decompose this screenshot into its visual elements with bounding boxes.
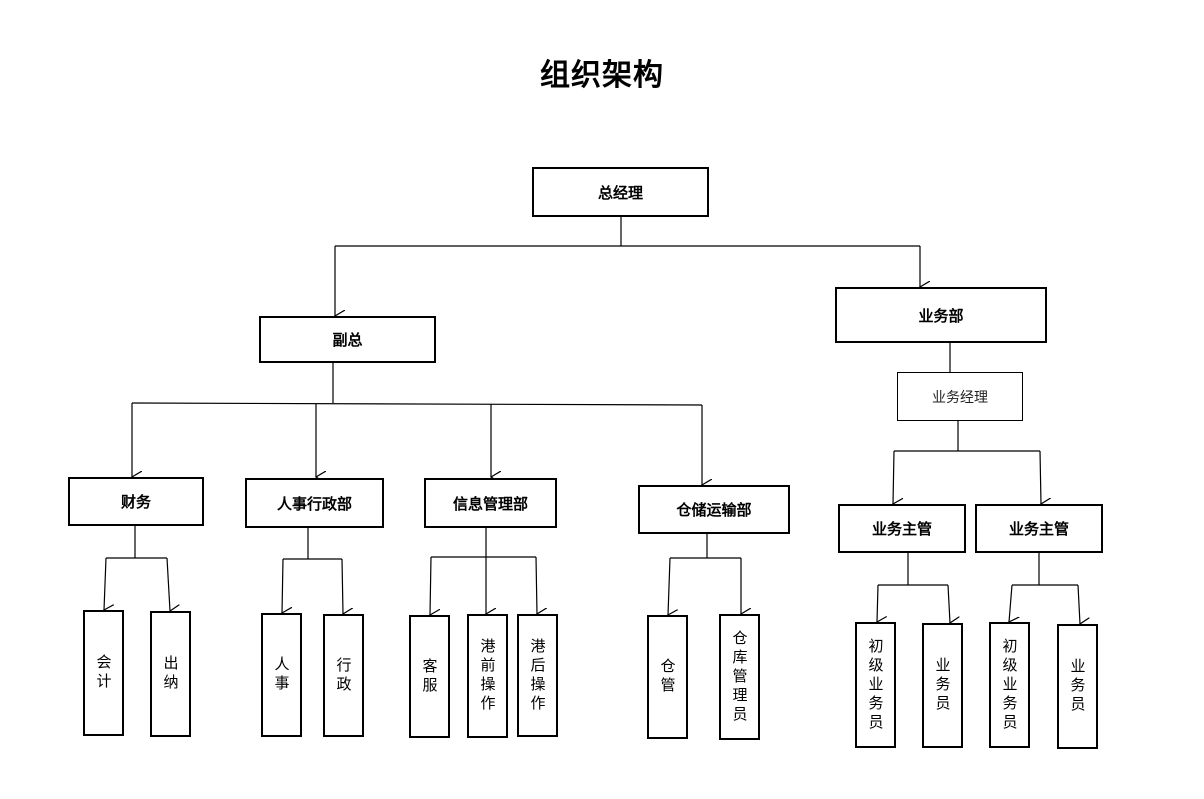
node-admin-label: 行政 <box>334 656 353 695</box>
node-biz-dept: 业务部 <box>835 287 1047 343</box>
node-post-port-label: 港后操作 <box>528 637 547 714</box>
edge-wh-branch <box>670 534 741 559</box>
node-biz-sup-2-label: 业务主管 <box>1008 520 1069 538</box>
node-wh-keeper-label: 仓管 <box>658 658 677 696</box>
edge-mgr-sup2 <box>1039 450 1041 504</box>
node-biz-sup-2: 业务主管 <box>975 504 1103 553</box>
edge-finance-cashier <box>166 557 170 611</box>
node-biz-sup-1-label: 业务主管 <box>871 520 932 538</box>
node-info-mgmt-label: 信息管理部 <box>452 494 528 513</box>
edge-hr-branch <box>283 528 342 560</box>
node-biz-mgr-label: 业务经理 <box>932 389 988 406</box>
node-jr-sales-1: 初级业务员 <box>855 622 896 748</box>
node-warehouse-label: 仓储运输部 <box>676 501 752 519</box>
edge-finance-accounting <box>104 557 106 610</box>
node-vp-label: 副总 <box>332 331 363 349</box>
node-finance: 财务 <box>68 477 204 526</box>
edge-mgr-sup1 <box>893 450 894 504</box>
node-ceo: 总经理 <box>532 167 709 217</box>
node-jr-sales-2-label: 初级业务员 <box>1000 637 1019 733</box>
node-hr-admin: 人事行政部 <box>245 478 384 528</box>
node-finance-label: 财务 <box>120 493 151 511</box>
node-wh-admin: 仓库管理员 <box>719 614 760 740</box>
node-biz-sup-1: 业务主管 <box>838 504 966 553</box>
node-hr-admin-label: 人事行政部 <box>276 494 352 513</box>
node-wh-keeper: 仓管 <box>647 615 688 739</box>
node-vp: 副总 <box>259 316 436 363</box>
node-biz-dept-label: 业务部 <box>918 306 964 325</box>
node-warehouse: 仓储运输部 <box>638 485 790 534</box>
node-post-port: 港后操作 <box>517 614 558 737</box>
node-accounting: 会计 <box>83 610 124 736</box>
edge-wh-keeper <box>668 557 670 615</box>
edge-finance-branch <box>106 526 167 559</box>
node-jr-sales-1-label: 初级业务员 <box>866 637 885 733</box>
edge-info-branch <box>431 528 536 558</box>
edge-info-cs <box>430 556 431 615</box>
edge-sup1-jr <box>877 584 878 622</box>
node-cashier: 出纳 <box>150 611 191 737</box>
edge-sup2-branch <box>1012 553 1078 586</box>
node-accounting-label: 会计 <box>94 654 113 692</box>
chart-title: 组织架构 <box>540 58 664 93</box>
edge-sup2-jr <box>1009 584 1012 622</box>
edge-hr-admin <box>341 558 343 614</box>
node-sales-1-label: 业务员 <box>933 657 952 714</box>
node-hr: 人事 <box>261 613 302 737</box>
node-sales-2: 业务员 <box>1057 624 1098 749</box>
node-cashier-label: 出纳 <box>161 655 180 693</box>
node-ceo-label: 总经理 <box>597 183 643 202</box>
node-cs: 客服 <box>409 615 450 738</box>
node-cs-label: 客服 <box>420 657 439 696</box>
node-biz-mgr: 业务经理 <box>897 372 1023 421</box>
edge-hr-hr <box>282 558 283 613</box>
edge-mgr-branch <box>894 421 1040 452</box>
node-sales-1: 业务员 <box>922 623 963 748</box>
node-hr-label: 人事 <box>272 656 291 694</box>
edge-sup1-branch <box>878 553 948 586</box>
edge-vp-branch <box>131 362 703 406</box>
edge-sup2-sales <box>1077 584 1080 624</box>
node-pre-port-label: 港前操作 <box>478 638 497 714</box>
node-info-mgmt: 信息管理部 <box>424 478 557 528</box>
node-jr-sales-2: 初级业务员 <box>989 622 1030 748</box>
edge-sup1-sales <box>947 584 950 623</box>
edge-info-post <box>535 556 537 614</box>
node-sales-2-label: 业务员 <box>1068 658 1087 715</box>
node-admin: 行政 <box>323 614 364 737</box>
edge-ceo-branch <box>335 217 920 247</box>
node-wh-admin-label: 仓库管理员 <box>730 629 749 725</box>
node-pre-port: 港前操作 <box>467 614 508 738</box>
